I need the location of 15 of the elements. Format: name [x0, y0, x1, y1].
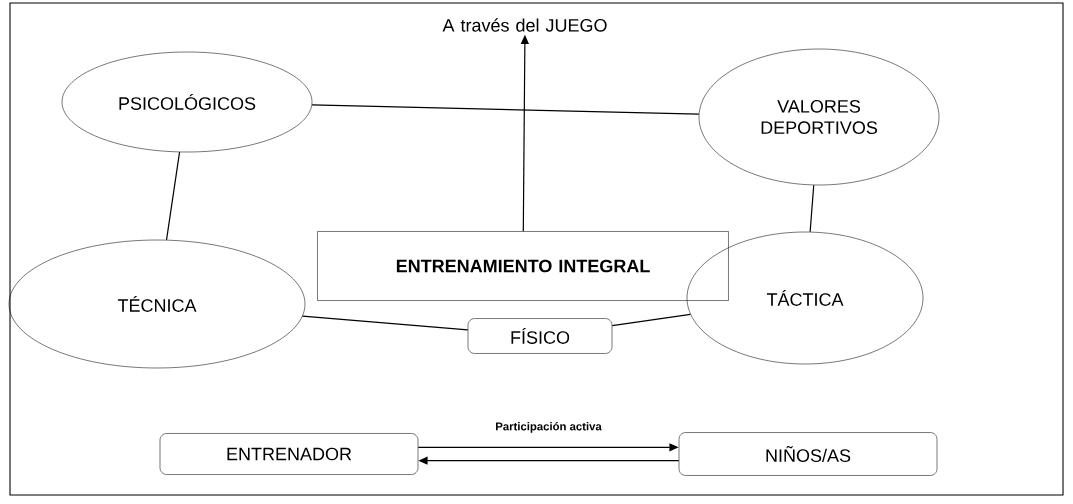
text-label: A través del JUEGO: [442, 18, 607, 32]
process-box: ENTRENAMIENTO INTEGRAL: [317, 231, 729, 301]
edge-label: Participación activa: [493, 420, 604, 434]
connector-line: [165, 151, 181, 241]
ellipse-node: VALORES DEPORTIVOS: [698, 48, 940, 186]
ellipse-node: TÉCNICA: [8, 239, 306, 369]
rounded-box: ENTRENADOR: [159, 433, 419, 475]
connector-line: [302, 315, 469, 331]
ellipse-node: PSICOLÓGICOS: [61, 51, 313, 153]
connector-line: [809, 184, 815, 233]
rounded-box: NIÑOS/AS: [678, 432, 938, 476]
rounded-box: FÍSICO: [467, 318, 613, 354]
connector-line: [611, 313, 692, 327]
ellipse-node: TÁCTICA: [686, 231, 924, 365]
connector-line: [311, 104, 700, 115]
